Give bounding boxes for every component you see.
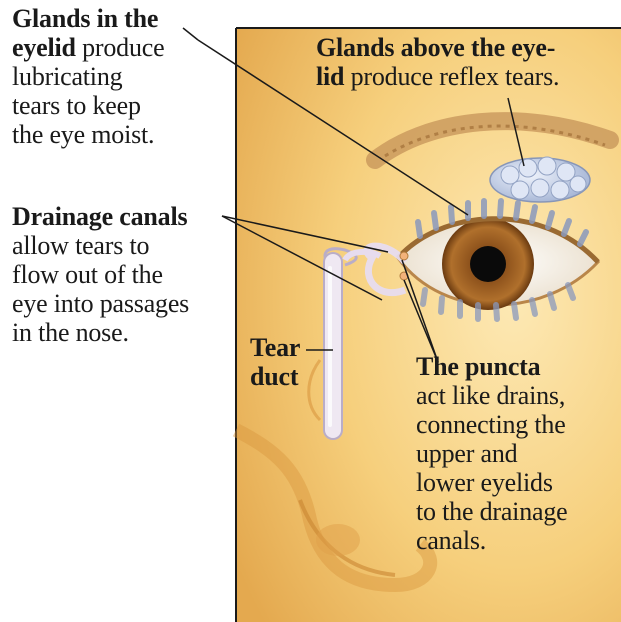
label-line: in the nose. bbox=[12, 318, 189, 347]
label-line: lid produce reflex tears. bbox=[316, 62, 559, 91]
label-line: Drainage canals bbox=[12, 202, 189, 231]
label-line: to the drainage bbox=[416, 497, 568, 526]
label-line: connecting the bbox=[416, 410, 568, 439]
label-line: Glands in the bbox=[12, 4, 164, 33]
label-line: the eye moist. bbox=[12, 120, 164, 149]
label-line: flow out of the bbox=[12, 260, 189, 289]
label-line: eye into passages bbox=[12, 289, 189, 318]
label-line: upper and bbox=[416, 439, 568, 468]
label-line: lubricating bbox=[12, 62, 164, 91]
tear-duct-label: Tear duct bbox=[250, 333, 300, 391]
label-line: act like drains, bbox=[416, 381, 568, 410]
puncta-label: The puncta act like drains, connecting t… bbox=[416, 352, 568, 555]
label-line: canals. bbox=[416, 526, 568, 555]
label-line: allow tears to bbox=[12, 231, 189, 260]
eyelid-glands-label: Glands in the eyelid produce lubricating… bbox=[12, 4, 164, 149]
label-line: The puncta bbox=[416, 352, 568, 381]
label-line: eyelid produce bbox=[12, 33, 164, 62]
label-line: lower eyelids bbox=[416, 468, 568, 497]
above-eyelid-glands-label: Glands above the eye- lid produce reflex… bbox=[316, 33, 559, 91]
lacrimal-gland bbox=[490, 157, 590, 202]
label-line: Glands above the eye- bbox=[316, 33, 559, 62]
drainage-canals-label: Drainage canals allow tears to flow out … bbox=[12, 202, 189, 347]
label-line: tears to keep bbox=[12, 91, 164, 120]
label-line: Tear bbox=[250, 333, 300, 362]
label-line: duct bbox=[250, 362, 300, 391]
